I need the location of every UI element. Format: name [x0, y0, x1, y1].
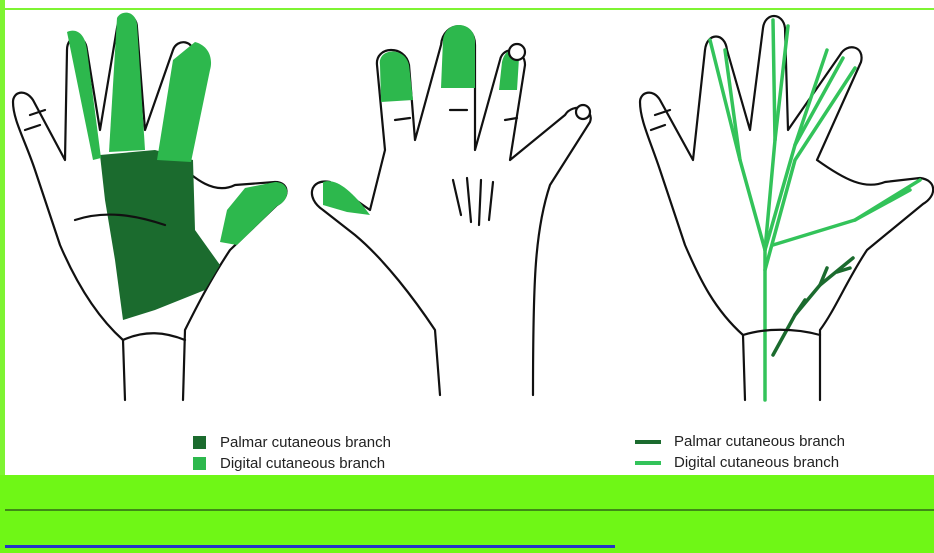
legend-left-item-digital: Digital cutaneous branch	[193, 453, 391, 474]
palmar-swatch-line	[635, 440, 661, 444]
right-hand-nerve-view	[640, 16, 933, 400]
right-hand-outline	[640, 16, 933, 400]
middle-hand-dorsal-view	[312, 25, 591, 395]
legend-right-label-palmar: Palmar cutaneous branch	[674, 432, 845, 452]
bottom-green-band	[0, 475, 934, 553]
bottom-blue-line	[5, 545, 615, 548]
left-hand-palm-view	[13, 13, 287, 400]
middle-digital-zone-middle	[441, 25, 475, 88]
legend-left-item-palmar: Palmar cutaneous branch	[193, 432, 391, 453]
middle-nail-ring	[509, 44, 525, 60]
legend-left-label-palmar: Palmar cutaneous branch	[220, 433, 391, 453]
legend-right-item-digital: Digital cutaneous branch	[635, 452, 845, 473]
hand-illustration	[5, 10, 934, 430]
palmar-swatch-square	[193, 436, 206, 449]
legend-right-item-palmar: Palmar cutaneous branch	[635, 431, 845, 452]
middle-nail-little	[576, 105, 590, 119]
left-digital-zone-middle	[109, 13, 145, 152]
digital-swatch-line	[635, 461, 661, 465]
legend-left: Palmar cutaneous branch Digital cutaneou…	[193, 432, 391, 474]
digital-swatch-square	[193, 457, 206, 470]
legend-right: Palmar cutaneous branch Digital cutaneou…	[635, 431, 845, 473]
legend-left-label-digital: Digital cutaneous branch	[220, 454, 385, 474]
legend-right-label-digital: Digital cutaneous branch	[674, 453, 839, 473]
bottom-band-divider	[5, 509, 934, 511]
